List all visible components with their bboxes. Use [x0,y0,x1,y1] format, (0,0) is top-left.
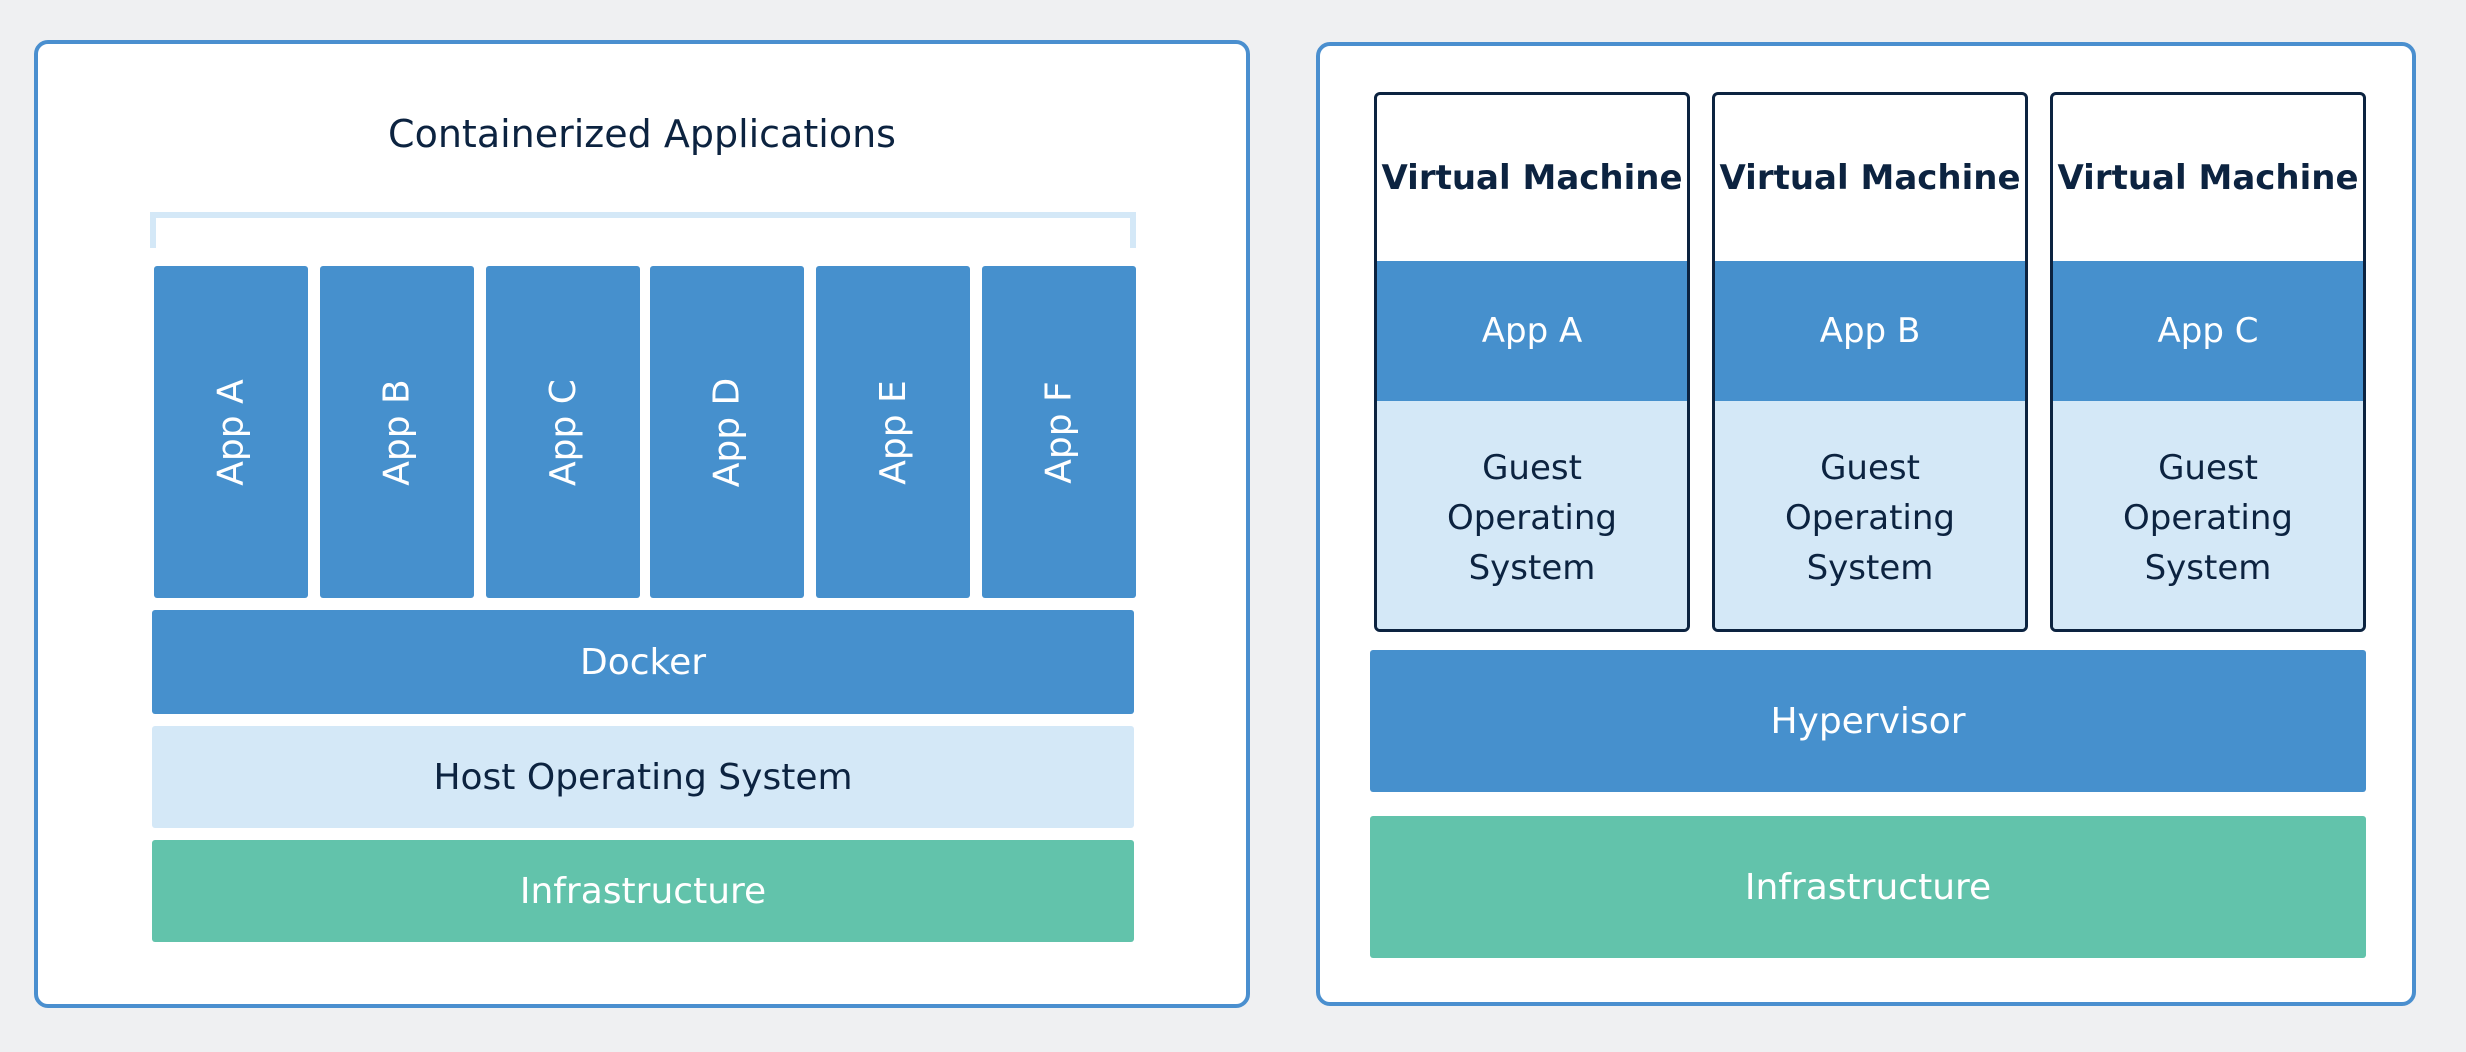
vms-panel: Virtual Machine App A Guest Operating Sy… [1316,42,2416,1006]
virtual-machine-2: Virtual Machine App B Guest Operating Sy… [1712,92,2028,632]
vm-3-app: App C [2053,261,2363,401]
vm-2-app: App B [1715,261,2025,401]
virtual-machine-1: Virtual Machine App A Guest Operating Sy… [1374,92,1690,632]
vm-1-title: Virtual Machine [1381,158,1683,198]
vm-1-guest-os: Guest Operating System [1377,401,1687,629]
container-app-a: App A [154,266,308,598]
container-app-f-label: App F [1038,380,1080,484]
vms-infrastructure-layer: Infrastructure [1370,816,2366,958]
containers-infrastructure-layer: Infrastructure [152,840,1134,942]
vm-1-app: App A [1377,261,1687,401]
containers-title: Containerized Applications [388,112,896,156]
container-app-e-label: App E [872,379,914,485]
vm-3-guest-os: Guest Operating System [2053,401,2363,629]
container-app-b: App B [320,266,474,598]
container-app-b-label: App B [376,378,418,486]
vm-2-title: Virtual Machine [1719,158,2021,198]
container-app-f: App F [982,266,1136,598]
container-app-e: App E [816,266,970,598]
vm-2-guest-os: Guest Operating System [1715,401,2025,629]
hypervisor-layer: Hypervisor [1370,650,2366,792]
virtual-machine-3: Virtual Machine App C Guest Operating Sy… [2050,92,2366,632]
container-app-c: App C [486,266,640,598]
container-app-c-label: App C [542,378,584,486]
container-app-d: App D [650,266,804,598]
container-app-a-label: App A [210,378,252,486]
containers-panel: Containerized Applications App A App B A… [34,40,1250,1008]
container-app-d-label: App D [706,377,748,487]
vm-3-title: Virtual Machine [2057,158,2359,198]
apps-bracket [150,212,1136,248]
host-os-layer: Host Operating System [152,726,1134,828]
docker-layer: Docker [152,610,1134,714]
